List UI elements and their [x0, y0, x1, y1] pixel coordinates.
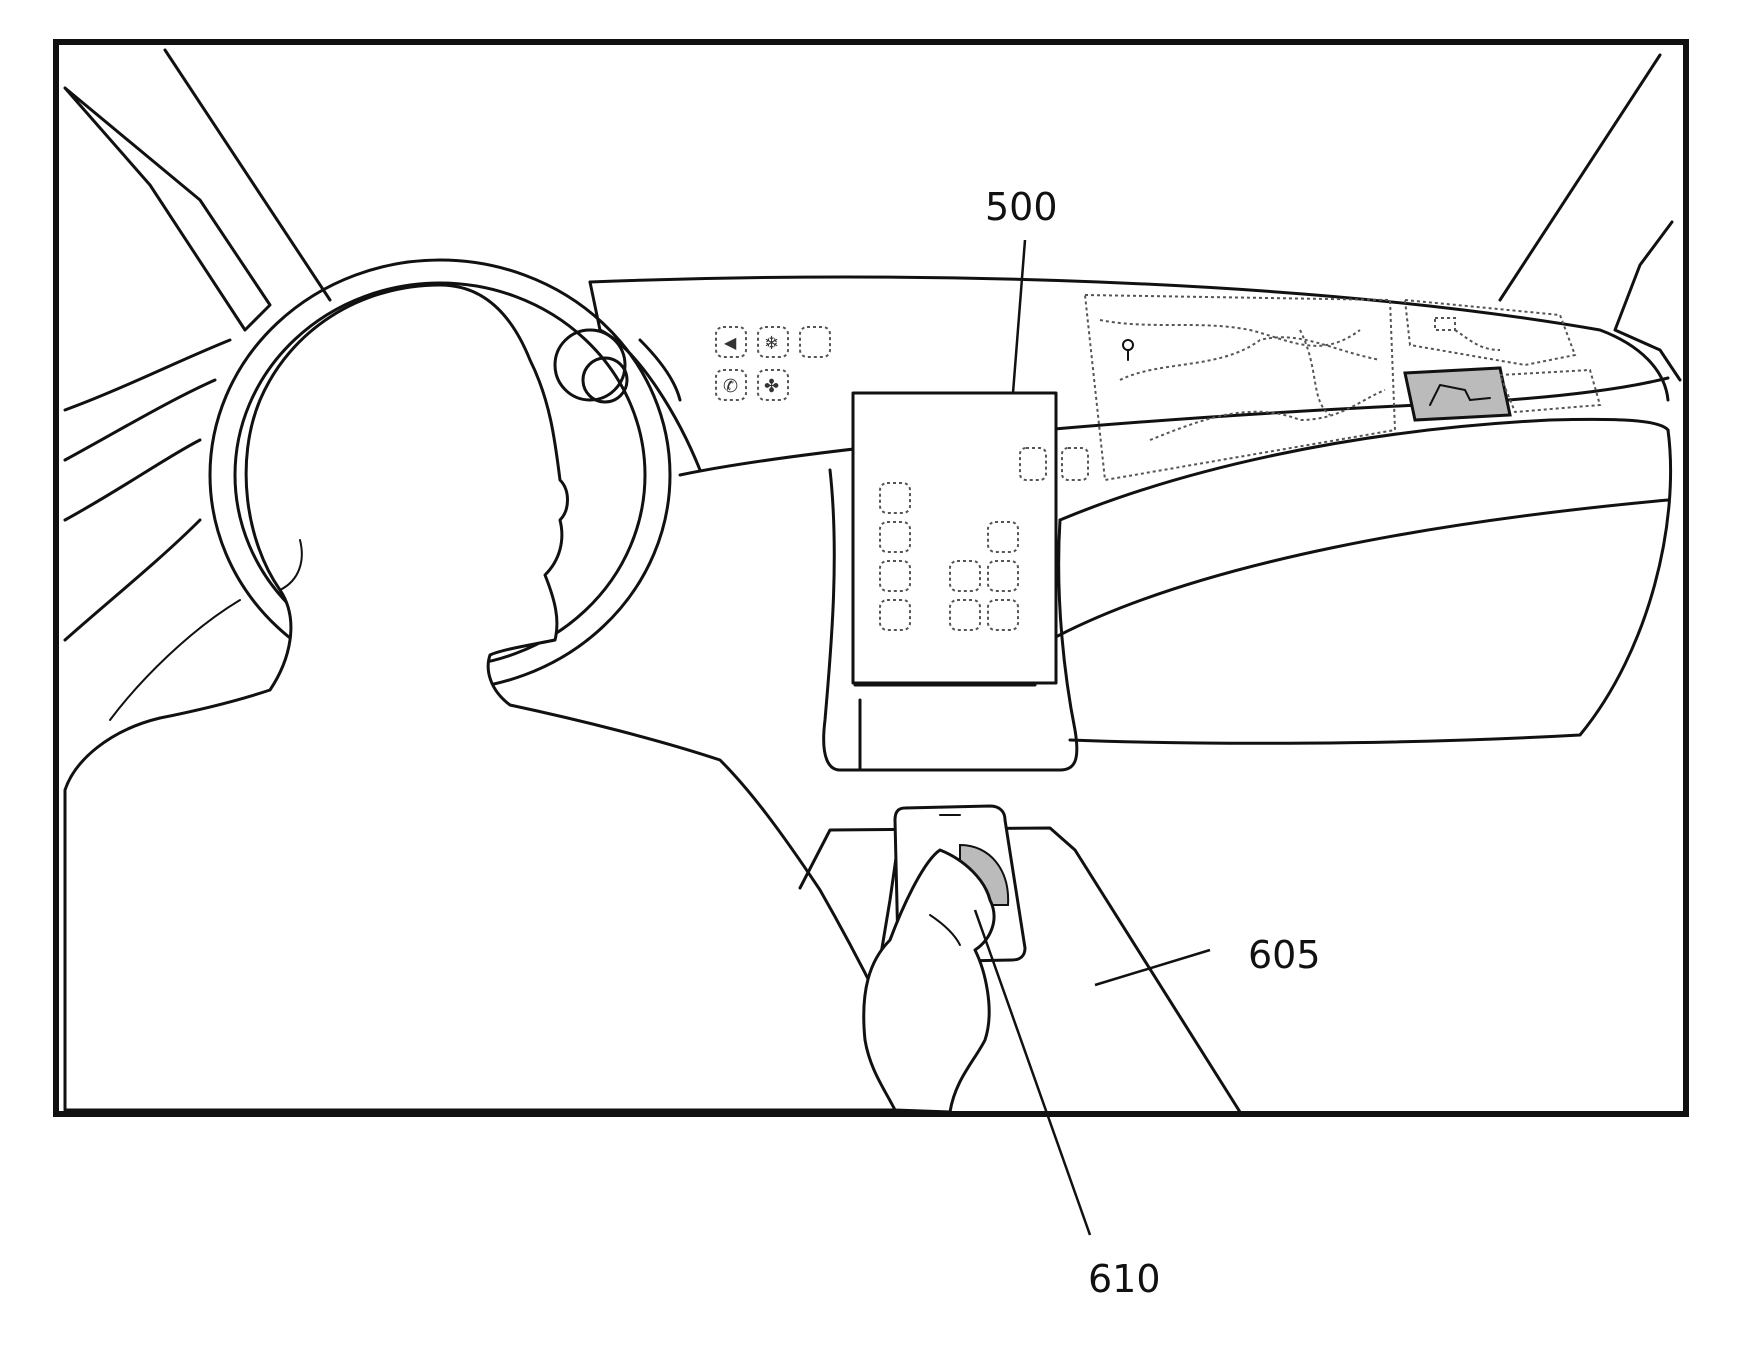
svg-text:◀: ◀	[724, 333, 737, 352]
svg-text:✆: ✆	[723, 376, 738, 397]
label-610: 610	[1088, 1257, 1161, 1301]
leader-605	[1095, 950, 1210, 985]
map-pin-icon	[1123, 340, 1133, 350]
leader-610	[975, 910, 1090, 1235]
display-tile[interactable]	[988, 522, 1018, 552]
display-tile[interactable]	[880, 561, 910, 591]
display-tile[interactable]	[1020, 448, 1046, 480]
display-tile[interactable]	[950, 561, 980, 591]
label-500: 500	[985, 185, 1058, 229]
display-tile[interactable]	[950, 600, 980, 630]
svg-text:❄: ❄	[764, 333, 779, 354]
label-605: 605	[1248, 933, 1321, 977]
display-tile[interactable]	[880, 522, 910, 552]
handheld-device	[864, 806, 1025, 1112]
center-display	[853, 393, 1088, 683]
display-tile[interactable]	[880, 600, 910, 630]
display-tile[interactable]	[880, 483, 910, 513]
display-tile[interactable]	[1062, 448, 1088, 480]
display-tile[interactable]	[988, 561, 1018, 591]
leader-500	[1013, 240, 1025, 393]
dash-icon-cluster: ◀ ❄ ✆ ✤	[716, 327, 830, 400]
svg-text:✤: ✤	[764, 376, 779, 397]
driver	[65, 285, 930, 1110]
display-tile[interactable]	[988, 600, 1018, 630]
blank-tile-icon[interactable]	[800, 327, 830, 357]
